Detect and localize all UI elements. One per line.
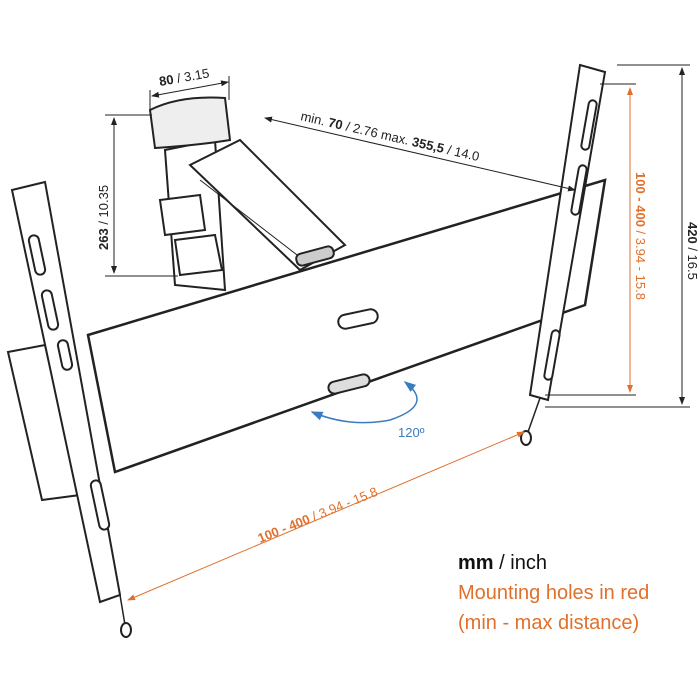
- legend-units-mm: mm: [458, 552, 494, 574]
- legend-distance-note: (min - max distance): [458, 612, 640, 634]
- head-width-label: 80 / 3.15: [158, 65, 210, 89]
- horizontal-holes-label: 100 - 400 / 3.94 - 15.8: [256, 484, 380, 546]
- wall-arm: [148, 96, 347, 292]
- right-rail-cord: [527, 397, 541, 433]
- rotation-label: 120º: [398, 425, 425, 440]
- extension-dimension-line: [264, 116, 576, 192]
- left-rail-cord: [119, 594, 126, 626]
- legend-units-inch: / inch: [493, 552, 547, 574]
- legend-holes-note: Mounting holes in red: [458, 582, 650, 604]
- total-height-label: 420 / 16.5: [685, 222, 700, 280]
- extension-label: min. 70 / 2.76 max. 355,5 / 14.0: [299, 108, 481, 164]
- rotation-arrow: [310, 381, 418, 424]
- horizontal-holes-dimension-line: [127, 431, 525, 601]
- height-label: 263 / 10.35: [96, 185, 111, 250]
- head-width-dimension-line: [151, 80, 229, 98]
- left-rail-end-cap: [120, 622, 132, 638]
- backplate-handle-top: [337, 308, 379, 330]
- legend-units: mm / inch: [458, 548, 547, 578]
- arm-clip: [295, 245, 335, 267]
- vertical-holes-label: 100 - 400 / 3.94 - 15.8: [633, 172, 648, 300]
